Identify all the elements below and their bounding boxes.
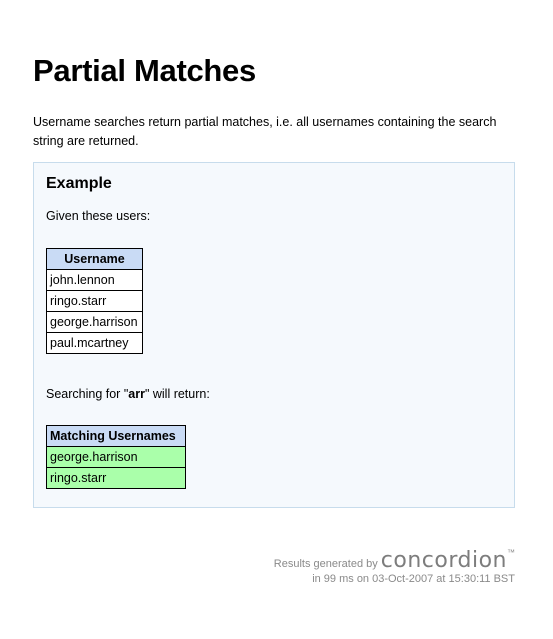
result-cell: ringo.starr <box>46 467 186 489</box>
example-box: Example Given these users: Username john… <box>33 162 515 508</box>
table-row: john.lennon <box>46 269 143 291</box>
user-cell: george.harrison <box>46 311 143 333</box>
concordion-logo[interactable]: concordion <box>380 548 507 573</box>
users-header: Username <box>46 248 143 270</box>
table-row: paul.mcartney <box>46 332 143 354</box>
trademark-mark: ™ <box>507 548 515 557</box>
search-text: Searching for "arr" will return: <box>46 387 210 401</box>
result-cell: george.harrison <box>46 446 186 468</box>
user-cell: paul.mcartney <box>46 332 143 354</box>
results-header: Matching Usernames <box>46 425 186 447</box>
user-cell: john.lennon <box>46 269 143 291</box>
timing-text: in 99 ms on 03-Oct-2007 at 15:30:11 BST <box>312 573 515 585</box>
table-row: george.harrison <box>46 446 186 468</box>
search-prefix: Searching for " <box>46 387 129 401</box>
table-row: ringo.starr <box>46 467 186 489</box>
users-table: Username john.lennon ringo.starr george.… <box>46 248 143 354</box>
example-heading: Example <box>46 175 112 192</box>
table-row: george.harrison <box>46 311 143 333</box>
footer: Results generated by concordion™ in 99 m… <box>274 548 515 585</box>
generated-by-text: Results generated by <box>273 558 378 570</box>
results-table: Matching Usernames george.harrison ringo… <box>46 425 186 489</box>
user-cell: ringo.starr <box>46 290 143 312</box>
given-text: Given these users: <box>46 209 151 223</box>
page-title: Partial Matches <box>33 53 256 88</box>
table-row: ringo.starr <box>46 290 143 312</box>
search-term: arr <box>128 387 145 401</box>
intro-text: Username searches return partial matches… <box>33 115 497 148</box>
search-suffix: " will return: <box>144 387 210 401</box>
